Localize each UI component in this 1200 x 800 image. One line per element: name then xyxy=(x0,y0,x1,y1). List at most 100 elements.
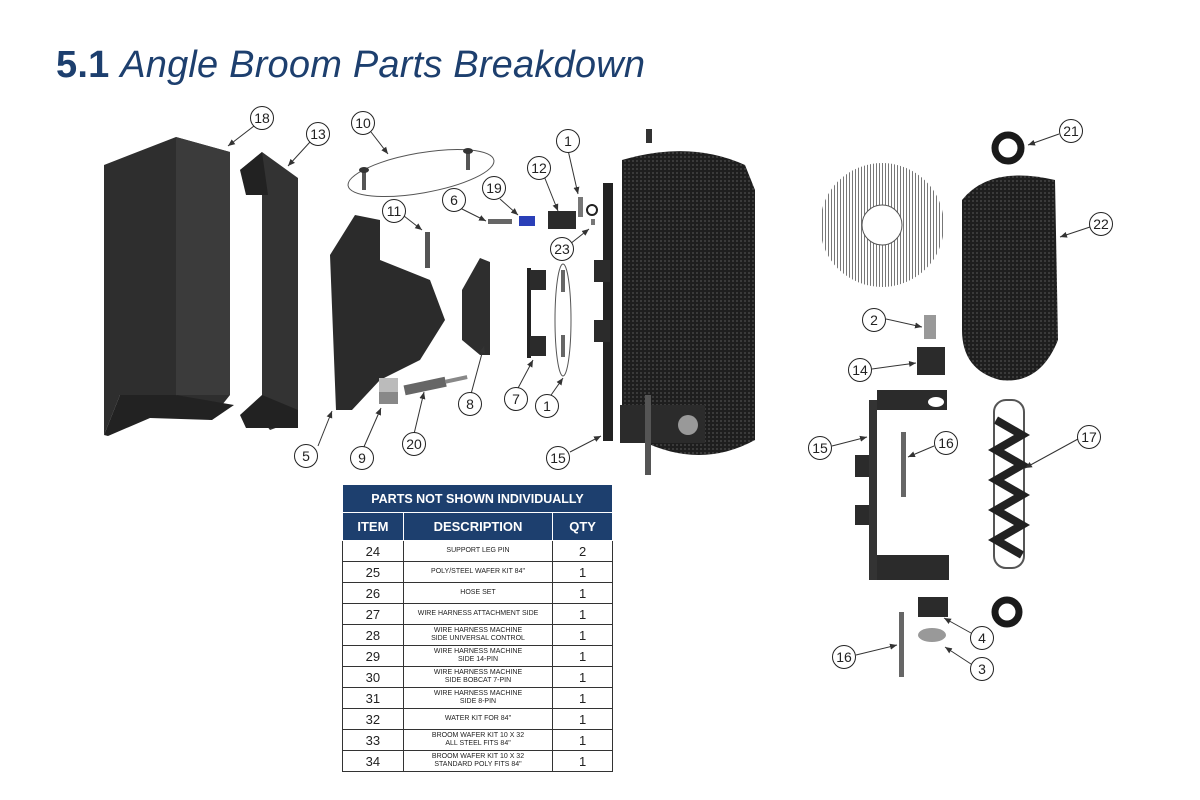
callout-13: 13 xyxy=(306,122,330,146)
cell-qty: 1 xyxy=(552,561,613,583)
cell-description: WIRE HARNESS MACHINE SIDE 14-PIN xyxy=(402,645,554,667)
callout-22: 22 xyxy=(1089,212,1113,236)
callout-11: 11 xyxy=(382,199,406,223)
part-21-retaining-ring xyxy=(991,131,1025,165)
callout-19: 19 xyxy=(482,176,506,200)
part-3-bearing xyxy=(918,628,946,642)
cell-qty: 1 xyxy=(552,624,613,646)
part-ring-bottom xyxy=(991,596,1023,628)
part-16-pin xyxy=(901,432,906,497)
header-qty: QTY xyxy=(552,512,613,541)
part-1-pin xyxy=(578,197,583,217)
cell-qty: 2 xyxy=(552,540,613,562)
callout-18: 18 xyxy=(250,106,274,130)
part-lynch-ring xyxy=(586,204,598,216)
cell-qty: 1 xyxy=(552,687,613,709)
cell-item: 24 xyxy=(342,540,404,562)
cell-description: BROOM WAFER KIT 10 X 32 STANDARD POLY FI… xyxy=(402,750,554,772)
cell-item: 32 xyxy=(342,708,404,730)
cell-item: 29 xyxy=(342,645,404,667)
callout-10: 10 xyxy=(351,111,375,135)
callout-21: 21 xyxy=(1059,119,1083,143)
callout-15-right: 15 xyxy=(808,436,832,460)
callout-8: 8 xyxy=(458,392,482,416)
part-10-handle-pins xyxy=(347,148,495,198)
cell-qty: 1 xyxy=(552,645,613,667)
cell-description: WIRE HARNESS MACHINE SIDE 8-PIN xyxy=(402,687,554,709)
part-22-broom-core xyxy=(962,175,1058,381)
cell-qty: 1 xyxy=(552,729,613,751)
part-broom-wafer-radial xyxy=(820,163,944,287)
callout-9: 9 xyxy=(350,446,374,470)
cell-item: 28 xyxy=(342,624,404,646)
cell-description: WIRE HARNESS MACHINE SIDE UNIVERSAL CONT… xyxy=(402,624,554,646)
cell-qty: 1 xyxy=(552,750,613,772)
callout-20: 20 xyxy=(402,432,426,456)
section-number: 5.1 xyxy=(56,44,110,86)
cell-item: 25 xyxy=(342,561,404,583)
callout-4: 4 xyxy=(970,626,994,650)
part-2-coupler xyxy=(924,315,936,339)
callout-3: 3 xyxy=(970,657,994,681)
part-12-block xyxy=(548,211,576,229)
callout-17: 17 xyxy=(1077,425,1101,449)
callout-7: 7 xyxy=(504,387,528,411)
callout-5: 5 xyxy=(294,444,318,468)
cell-item: 27 xyxy=(342,603,404,625)
cell-item: 26 xyxy=(342,582,404,604)
part-4-bearing-plate xyxy=(918,597,948,617)
part-13-end-plate-panel xyxy=(240,152,298,430)
cell-description: SUPPORT LEG PIN xyxy=(402,540,554,562)
cell-description: BROOM WAFER KIT 10 X 32 ALL STEEL FITS 8… xyxy=(402,729,554,751)
part-14-motor-mount xyxy=(917,347,945,375)
part-20-cylinder xyxy=(403,375,468,396)
callout-6: 6 xyxy=(442,188,466,212)
parts-not-shown-table: PARTS NOT SHOWN INDIVIDUALLY ITEM DESCRI… xyxy=(342,484,613,772)
cell-qty: 1 xyxy=(552,708,613,730)
part-9-decal xyxy=(379,378,398,404)
cell-description: POLY/STEEL WAFER KIT 84" xyxy=(402,561,554,583)
part-11-pin xyxy=(425,232,430,268)
cell-qty: 1 xyxy=(552,666,613,688)
part-18-broom-hood xyxy=(104,137,234,436)
callout-23: 23 xyxy=(550,237,574,261)
part-16-pin-lower xyxy=(899,612,904,677)
cell-item: 34 xyxy=(342,750,404,772)
part-15-side-frame xyxy=(855,390,949,580)
header-description: DESCRIPTION xyxy=(402,512,554,541)
page-title: 5.1 Angle Broom Parts Breakdown xyxy=(56,44,645,87)
cell-description: WIRE HARNESS ATTACHMENT SIDE xyxy=(402,603,554,625)
callout-16-upper: 16 xyxy=(934,431,958,455)
callout-14: 14 xyxy=(848,358,872,382)
callout-2: 2 xyxy=(862,308,886,332)
part-15-broom-assembly xyxy=(594,129,755,475)
cell-qty: 1 xyxy=(552,603,613,625)
cell-item: 30 xyxy=(342,666,404,688)
part-6-bolt xyxy=(488,219,512,224)
part-5-angle-frame xyxy=(330,215,445,410)
table-caption: PARTS NOT SHOWN INDIVIDUALLY xyxy=(342,484,613,513)
leader-lines xyxy=(227,125,1091,665)
part-23-fitting xyxy=(591,219,595,225)
cell-description: WATER KIT FOR 84" xyxy=(402,708,554,730)
header-item: ITEM xyxy=(342,512,404,541)
part-19-spring xyxy=(519,216,535,226)
callout-12: 12 xyxy=(527,156,551,180)
cell-description: WIRE HARNESS MACHINE SIDE BOBCAT 7-PIN xyxy=(402,666,554,688)
callout-16-lower: 16 xyxy=(832,645,856,669)
callout-1-bottom: 1 xyxy=(535,394,559,418)
callout-1-top: 1 xyxy=(556,129,580,153)
